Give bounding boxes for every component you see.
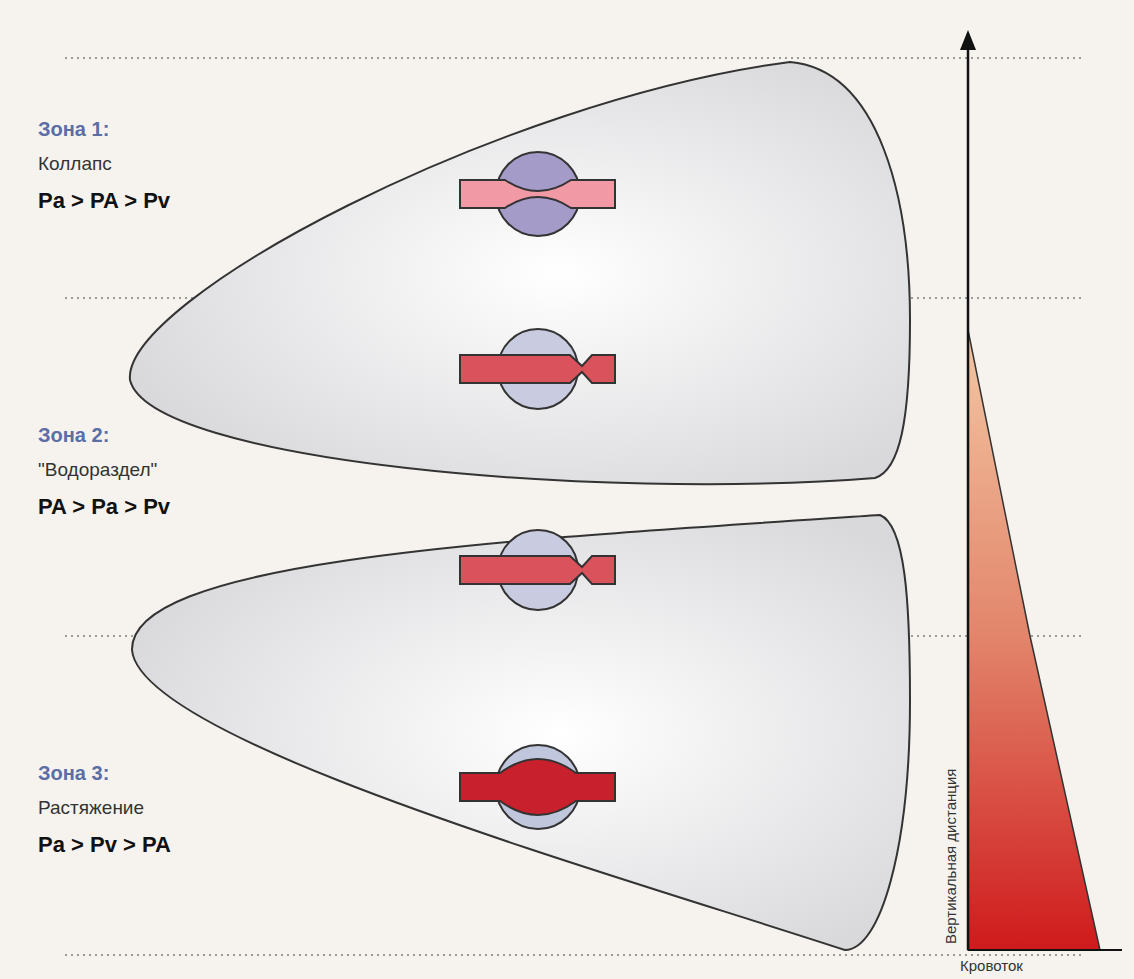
axis-title: Кровоток [960,957,1023,974]
zone-description: Растяжение [38,797,144,819]
axis-title: Вертикальная дистанция [942,769,959,944]
lower-lung [132,515,910,950]
pressure-formula: PA > Pa > Pv [38,494,170,519]
alveolus-zone-3 [460,745,615,829]
pressure-formula: Pa > Pv > PA [38,832,171,857]
blood-flow-chart [960,30,1122,950]
alveolus-zone-2a [460,329,615,409]
upper-lung [130,62,910,484]
zone-dividers [65,58,1085,955]
zone-description: "Водораздел" [38,459,157,481]
alveolus-zone-1 [460,152,615,236]
pressure-formula: Pa > PA > Pv [38,188,170,213]
alveolus-zone-2b [460,530,615,610]
zone-title: Зона 2: [38,424,109,447]
zone-title: Зона 3: [38,762,109,785]
zone-description: Коллапс [38,153,112,175]
zone-title: Зона 1: [38,118,109,141]
